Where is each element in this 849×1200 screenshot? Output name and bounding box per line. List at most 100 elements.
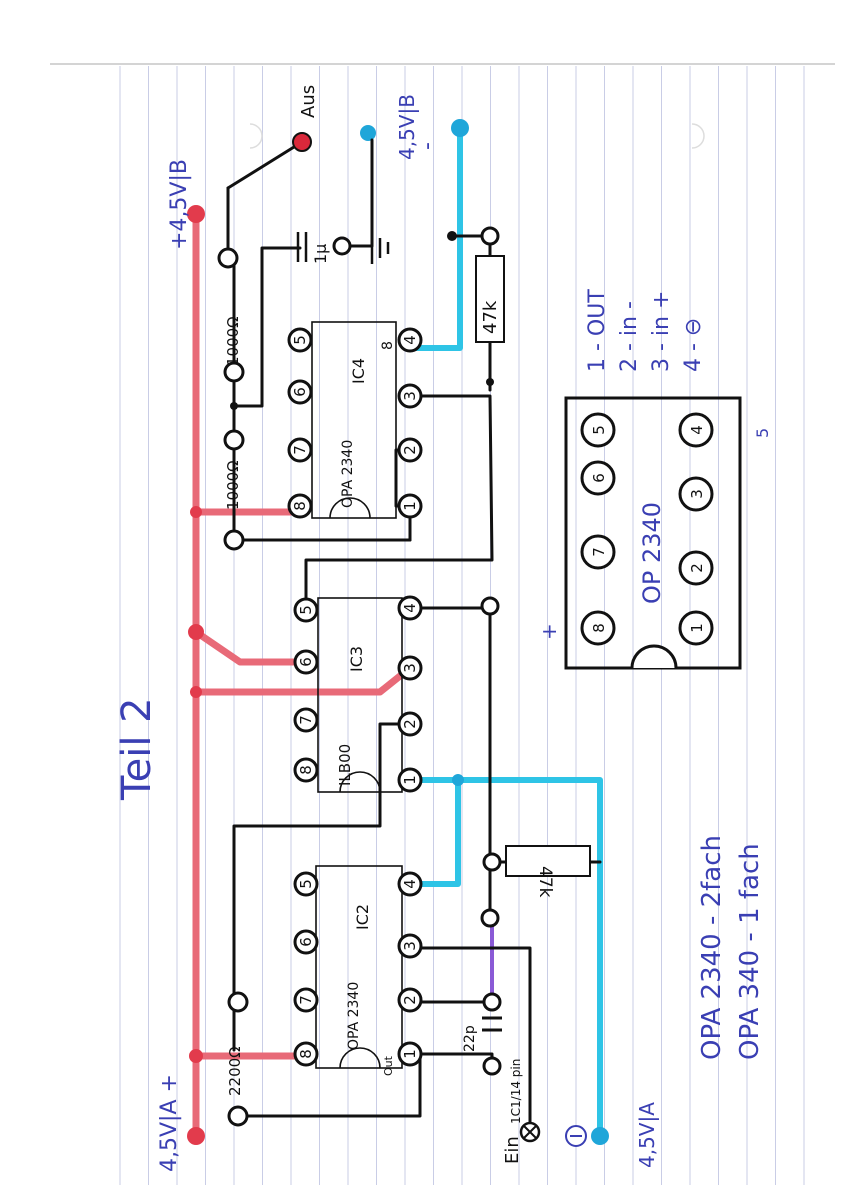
ic-pin: 2 [397,711,423,737]
pinout-pin-bottom: 3 [678,476,714,512]
pinout-pin-bottom: 4 [678,412,714,448]
svg-text:1: 1 [688,623,706,633]
junction-red-2 [188,624,204,640]
pinout-box [564,396,742,670]
pinout-pin-top: 5 [580,412,616,448]
ic-pin: 6 [293,929,319,955]
minus-terminal-bottom [591,1127,609,1145]
ic4-part: OPA 2340 [340,440,356,508]
plus-terminal-bottom [187,1127,205,1145]
supply-b-neg-label: 4,5V|B [395,94,419,160]
ic-pin: 2 [397,987,423,1013]
note-1fach: OPA 340 - 1 fach [735,843,765,1060]
ground-wires [407,125,603,1139]
pinout-part-label: OP 2340 [638,502,666,604]
b-minus-cap-dot [360,125,376,141]
svg-text:6: 6 [291,387,309,397]
svg-text:3: 3 [401,941,419,951]
ic-pin: 6 [293,649,319,675]
input-terminal [519,1121,541,1143]
ic2-name: IC2 [353,904,372,930]
r2200-label: 2200Ω [226,1046,244,1096]
pinout-legend: 1 - OUT 2 - in - 3 - in + 4 - ⊖ [585,289,706,372]
ic-pin: 1 [397,767,423,793]
junction-red-4 [189,1049,203,1063]
junction-black-1 [230,402,238,410]
svg-text:8: 8 [291,501,309,511]
pinout-circle-mark: 5 [753,428,772,438]
svg-text:6: 6 [297,937,315,947]
ic-pin: 1 [397,493,423,519]
svg-text:4: 4 [401,879,419,889]
ic-pin: 4 [397,871,423,897]
supply-plus-wires [192,212,414,1140]
minus-circle-bottom [565,1125,587,1147]
svg-text:7: 7 [297,715,315,725]
ground-symbol [370,232,390,264]
svg-text:4: 4 [401,603,419,613]
r1000b-label: 1000Ω [224,460,242,510]
svg-text:2: 2 [401,995,419,1005]
legend-item: 4 - ⊖ [681,318,706,372]
svg-text:1: 1 [401,775,419,785]
ic4-body [311,321,397,519]
svg-text:7: 7 [297,995,315,1005]
svg-text:1: 1 [401,1049,419,1059]
ic-pin: 3 [397,933,423,959]
legend-item: 1 - OUT [585,289,610,372]
ic-pin: 5 [293,871,319,897]
svg-text:5: 5 [590,425,608,435]
svg-text:2: 2 [401,719,419,729]
c22p-label: 22p [462,1025,478,1052]
capacitor-22p [482,1016,502,1032]
ic-pin: 7 [293,707,319,733]
ic-pin: 5 [287,327,313,353]
resistor-47k-mid [505,845,591,877]
legend-item: 3 - in + [649,291,674,372]
supply-minus-label: - [415,142,440,150]
ein-label: Ein [502,1136,523,1164]
supply-a-top-label: 4,5V|A + [157,1074,182,1172]
capacitor-1u [296,232,308,262]
pinout-pin-bottom: 2 [678,550,714,586]
c1u-label: 1μ [311,244,330,264]
supply-a-bottom-label: 4,5V|A [635,1102,659,1168]
ic4-pin-note: 8 [380,341,396,350]
pinout-pin-top: 7 [580,534,616,570]
svg-text:2: 2 [401,445,419,455]
svg-text:4: 4 [688,425,706,435]
ic-pin: 4 [397,595,423,621]
pinout-pads: 8 7 6 5 1 2 3 4 [580,412,714,646]
ic-pin: 4 [397,327,423,353]
r1000a-label: 1000Ω [224,316,242,366]
ic4-name: IC4 [349,358,368,384]
ic-pin: 6 [287,379,313,405]
junction-black-3 [486,378,494,386]
punch-hole-top [249,123,263,149]
junction-red-3 [190,686,202,698]
junction-black-2 [447,231,457,241]
svg-text:8: 8 [297,765,315,775]
plus-terminal-top [187,205,205,223]
pinout-plus-mark: + [537,623,561,640]
aus-terminal [292,132,312,152]
svg-text:4: 4 [401,335,419,345]
ic2-pin-note: Out [382,1055,395,1076]
ic-pin: 8 [287,493,313,519]
svg-text:3: 3 [401,663,419,673]
svg-text:5: 5 [297,879,315,889]
svg-text:6: 6 [590,473,608,483]
junction-red-1 [190,506,202,518]
svg-text:8: 8 [590,623,608,633]
pinout-pin-top: 8 [580,610,616,646]
svg-text:6: 6 [297,657,315,667]
svg-text:3: 3 [688,489,706,499]
minus-terminal-top [451,119,469,137]
pinout-pin-bottom: 1 [678,610,714,646]
svg-text:2: 2 [688,563,706,573]
legend-item: 2 - in - [617,301,642,372]
ic-pin: 2 [397,437,423,463]
ic-pin: 7 [287,437,313,463]
svg-text:1: 1 [401,501,419,511]
